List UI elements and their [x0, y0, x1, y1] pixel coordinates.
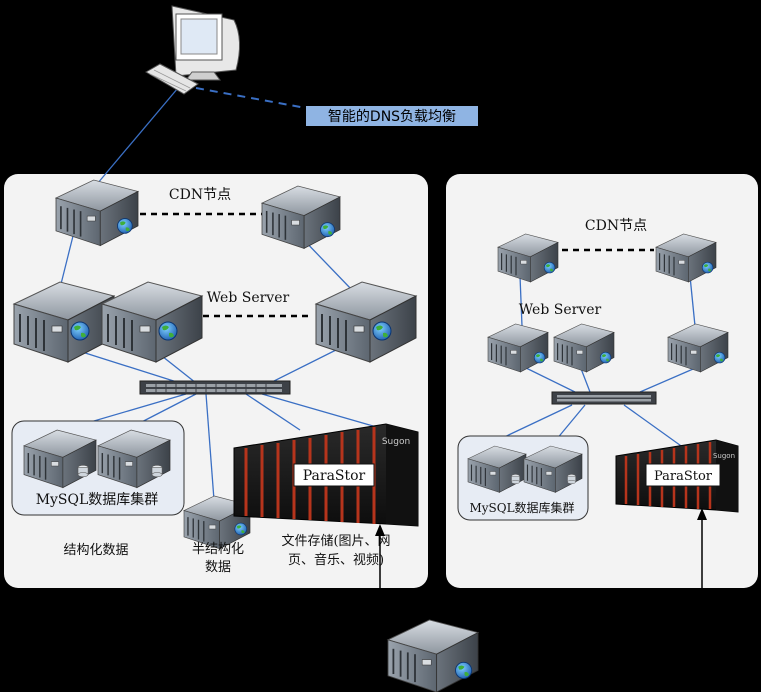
upload-arrowhead-left — [375, 524, 385, 536]
dns-link — [195, 87, 307, 109]
storage-brand-left: Sugon — [382, 437, 410, 447]
switch-right — [551, 391, 657, 405]
storage-right: Sugon ParaStor — [615, 439, 739, 513]
client-computer-icon — [144, 5, 240, 95]
storage-brand-right: Sugon — [713, 452, 735, 460]
dns-label: 智能的DNS负载均衡 — [328, 109, 456, 125]
semi-structured-label-line2: 数据 — [205, 560, 231, 575]
dns-label-box — [306, 106, 478, 126]
file-storage-label-line2: 页、音乐、视频) — [288, 552, 384, 568]
storage-label-right: ParaStor — [654, 469, 713, 484]
semi-structured-label-line1: 半结构化 — [192, 542, 244, 557]
upload-server — [387, 619, 479, 692]
storage-label-left: ParaStor — [303, 468, 366, 484]
mysql-label-left: MySQL数据库集群 — [36, 491, 159, 508]
switch-left — [139, 380, 291, 395]
cdn-label-right: CDN节点 — [585, 218, 647, 234]
mysql-label-right: MySQL数据库集群 — [469, 500, 574, 515]
upload-arrowhead-right — [697, 508, 707, 520]
web-server-label-right: Web Server — [519, 302, 602, 318]
storage-left: Sugon ParaStor — [233, 423, 419, 527]
network-links — [59, 87, 701, 501]
structured-data-label: 结构化数据 — [63, 543, 128, 558]
right-panel — [446, 174, 758, 588]
cdn-label-left: CDN节点 — [169, 187, 231, 203]
web-server-label-left: Web Server — [207, 290, 290, 306]
file-storage-label-line1: 文件存储(图片、网 — [281, 534, 390, 549]
